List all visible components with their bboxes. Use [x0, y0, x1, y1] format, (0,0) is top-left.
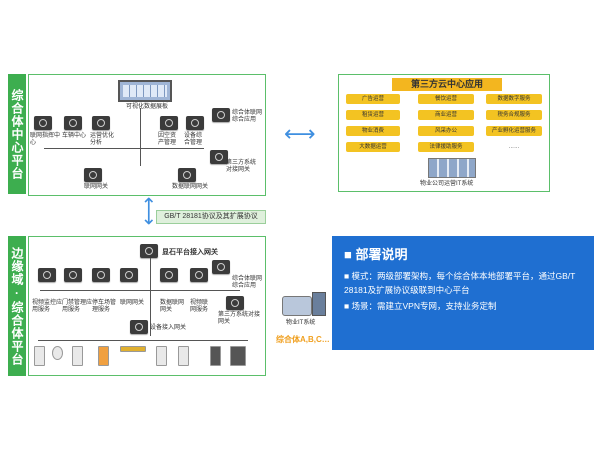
access-reader-icon — [72, 346, 83, 366]
note-title-text: 部署说明 — [355, 247, 408, 262]
center-node-label: 运营优化分析 — [90, 133, 115, 146]
server-icon — [210, 346, 221, 366]
complexes-label: 综合体A,B,C… — [276, 335, 330, 344]
note-bullet: ■ 场景：需建立VPN专网，支持业务定制 — [344, 299, 582, 313]
edge-third-gateway-label: 第三方系统对接网关 — [218, 312, 261, 325]
device-gateway-label: 设备接入网关 — [150, 325, 187, 331]
edge-side-label: 综合体联网综合应用 — [232, 276, 263, 289]
parking-sensor-icon — [156, 346, 167, 366]
network-device-icon — [140, 244, 158, 258]
cloud-app-item: 风采办公 — [418, 126, 474, 136]
center-node-label: 因空资产管理 — [158, 133, 177, 146]
camera-icon — [34, 346, 45, 366]
property-server-icon — [312, 292, 326, 316]
edge-node-label: 联网网关 — [120, 300, 145, 306]
dashboard-monitor-icon — [118, 80, 172, 102]
cloud-app-item: 餐饮运营 — [418, 94, 474, 104]
cloud-app-item: 数据数字服务 — [486, 94, 542, 104]
cloud-app-item: 法律援助服务 — [418, 142, 474, 152]
device-bus-line — [38, 340, 248, 341]
edge-node-label: 停车场管理服务 — [92, 300, 117, 313]
turnstile-icon — [178, 346, 189, 366]
center-side-label: 综合体联网综合应用 — [232, 110, 263, 123]
protocol-label: GB/T 28181协议及其扩展协议 — [156, 210, 266, 224]
network-device-icon — [212, 260, 230, 274]
network-device-icon — [160, 268, 178, 282]
network-device-icon — [210, 150, 228, 164]
cloud-app-item: 广告运营 — [346, 94, 400, 104]
dashboard-label: 可视化数据展板 — [126, 104, 169, 110]
network-device-icon — [120, 268, 138, 282]
square-bullet-icon: ■ — [344, 247, 356, 262]
center-platform-sidebar: 综合体中心平台 — [8, 74, 26, 194]
network-device-icon — [186, 116, 204, 130]
center-bus-line — [44, 148, 204, 149]
network-device-icon — [178, 168, 196, 182]
note-title: ■ 部署说明 — [344, 244, 582, 263]
cloud-app-item: 商业运营 — [418, 110, 474, 120]
cloud-apps-title: 第三方云中心应用 — [392, 78, 502, 91]
edge-platform-sidebar: 边缘域·综合体平台 — [8, 236, 26, 376]
dome-camera-icon — [52, 346, 63, 360]
network-device-icon — [92, 116, 110, 130]
network-device-icon — [130, 320, 148, 334]
edge-trunk-line — [150, 258, 151, 336]
cloud-app-item: …… — [508, 144, 520, 150]
square-bullet-icon: ■ — [344, 301, 352, 311]
deployment-note-panel: ■ 部署说明 ■ 模式：两级部署架构，每个综合体本地部署平台，通过GB/T 28… — [332, 236, 594, 350]
network-device-icon — [84, 168, 102, 182]
edge-node-label: 视频联网服务 — [190, 300, 209, 313]
cloud-app-item: 税务合规服务 — [486, 110, 542, 120]
property-it-icon — [282, 296, 312, 316]
network-device-icon — [160, 116, 178, 130]
network-device-icon — [64, 116, 82, 130]
cloud-app-item: 物业消费 — [346, 126, 400, 136]
card-reader-icon — [98, 346, 109, 366]
barrier-gate-icon — [120, 346, 146, 352]
network-device-icon — [92, 268, 110, 282]
network-device-icon — [212, 108, 230, 122]
center-trunk-line — [140, 108, 141, 166]
center-node-label: 设备综合管理 — [184, 133, 203, 146]
cloud-app-item: 大数据运营 — [346, 142, 400, 152]
server-rack-icon — [428, 158, 476, 178]
display-icon — [230, 346, 246, 366]
network-device-icon — [34, 116, 52, 130]
cloud-app-item: 租赁运营 — [346, 110, 400, 120]
cloud-app-item: 产业孵化运营服务 — [486, 126, 542, 136]
square-bullet-icon: ■ — [344, 271, 352, 281]
note-bullet: ■ 模式：两级部署架构，每个综合体本地部署平台，通过GB/T 28181及扩展协… — [344, 269, 582, 297]
cloud-footer-label: 物业公司运营IT系统 — [420, 181, 474, 187]
edge-bus-line — [40, 290, 240, 291]
edge-node-label: 数据联网网关 — [160, 300, 185, 313]
note-bullet-text: 场景：需建立VPN专网，支持业务定制 — [351, 301, 497, 311]
center-node-label: 联网指挥中心 — [30, 133, 61, 146]
network-device-icon — [226, 296, 244, 310]
double-arrow-icon: ⟷ — [284, 121, 316, 146]
note-bullet-text: 模式：两级部署架构，每个综合体本地部署平台，通过GB/T 28181及扩展协议级… — [344, 271, 576, 295]
edge-node-label: 门禁管理应用服务 — [62, 300, 93, 313]
edge-gateway-label: 显石平台接入网关 — [162, 249, 218, 256]
center-third-gateway-label: 第三方系统对接网关 — [226, 160, 257, 173]
edge-node-label: 视频监控应用服务 — [32, 300, 63, 313]
center-net-gateway-label: 联网网关 — [84, 184, 109, 190]
center-data-gateway-label: 数据联网网关 — [172, 184, 209, 190]
center-node-label: 车辆中心 — [62, 133, 87, 139]
network-device-icon — [64, 268, 82, 282]
property-it-label: 物业IT系统 — [286, 320, 316, 326]
network-device-icon — [38, 268, 56, 282]
network-device-icon — [190, 268, 208, 282]
